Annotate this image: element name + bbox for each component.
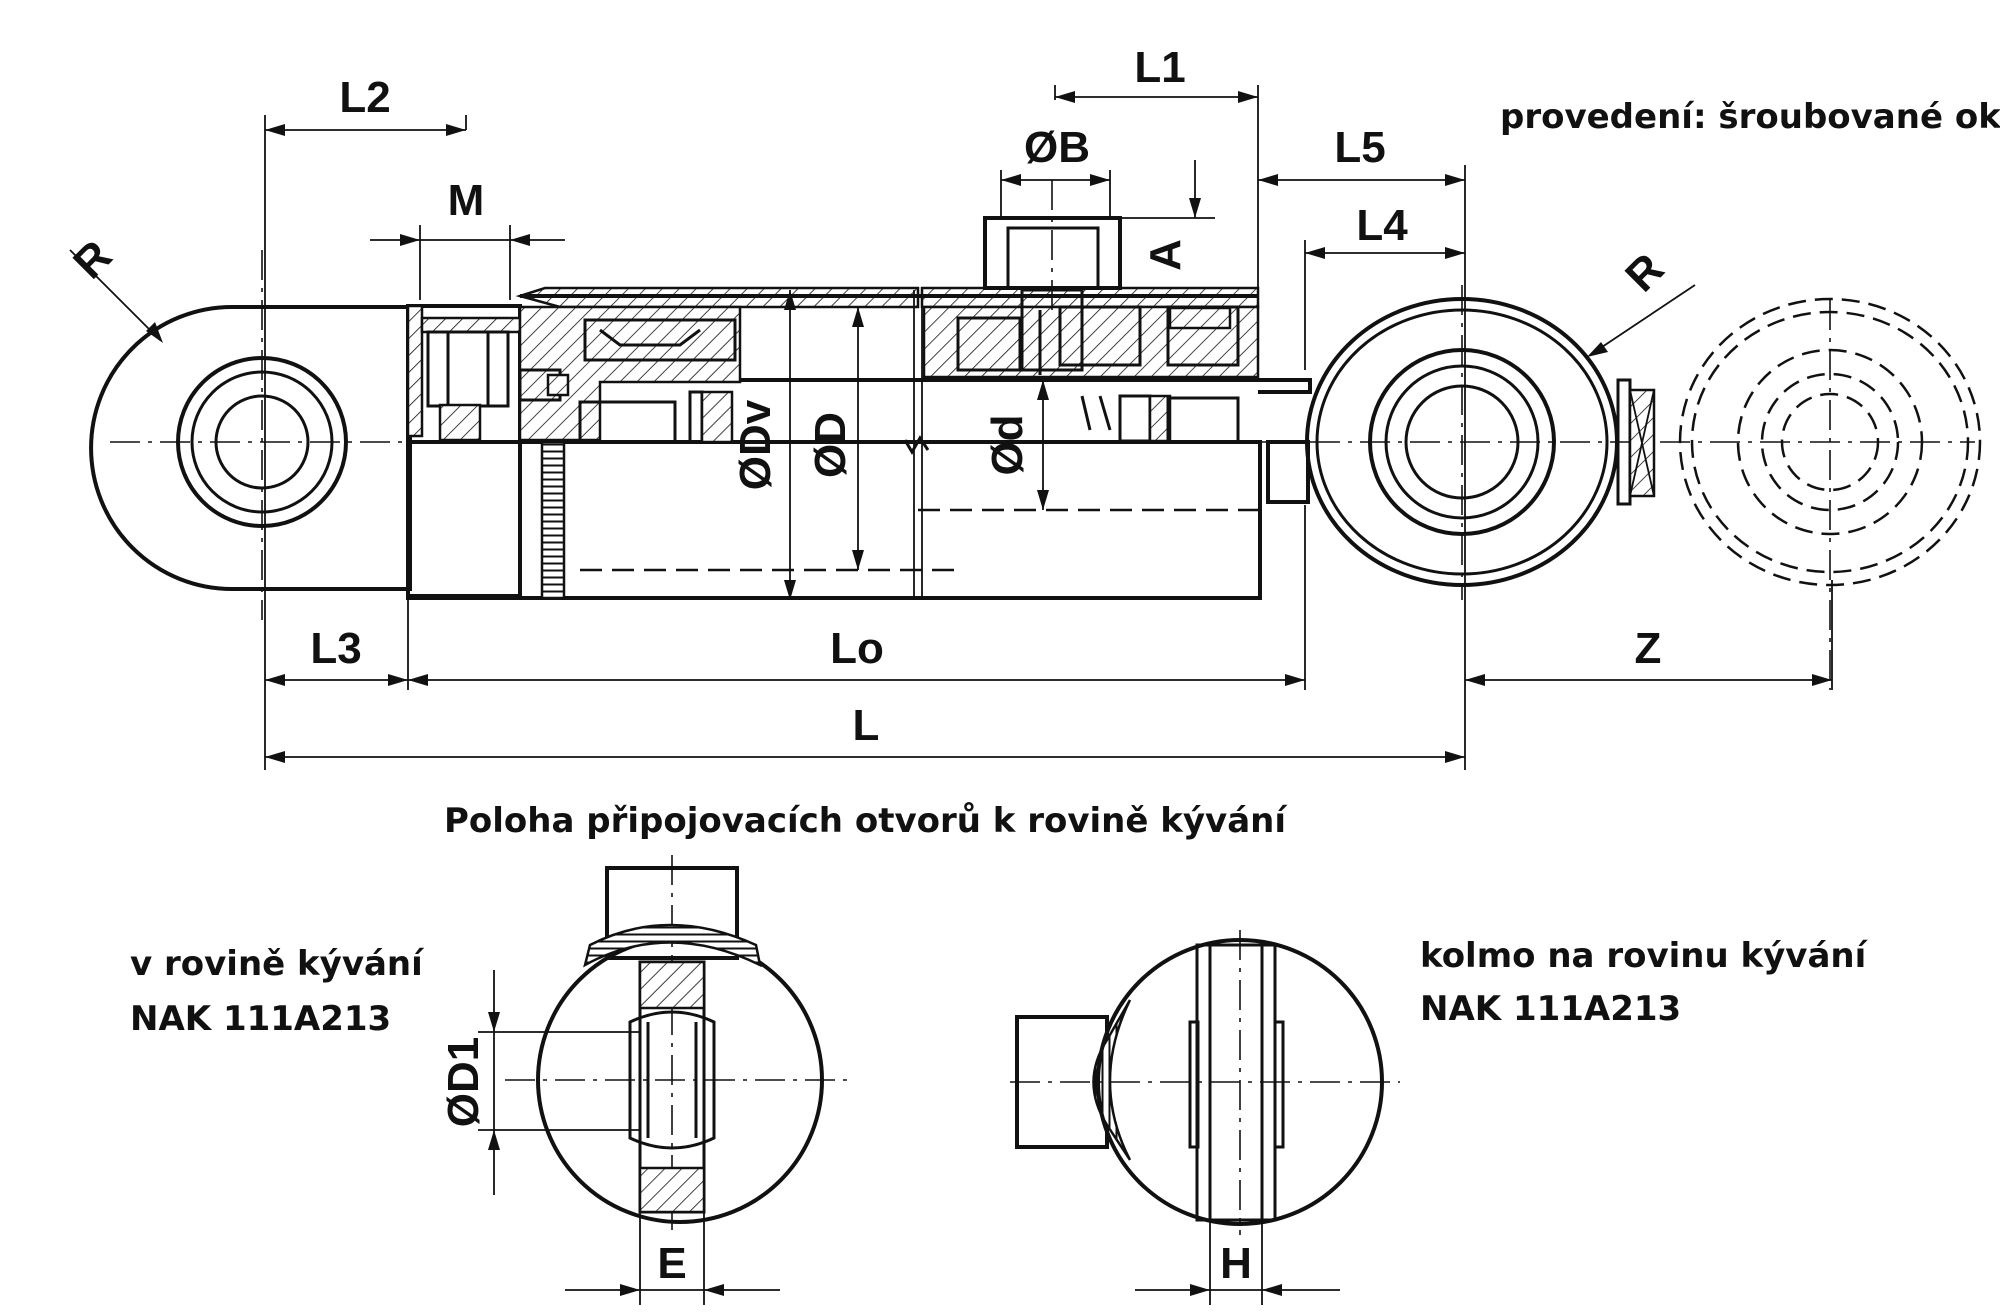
rear-eye — [89, 250, 412, 620]
section-title: Poloha připojovacích otvorů k rovině kýv… — [444, 801, 1288, 841]
label-L1: L1 — [1134, 43, 1185, 92]
piston — [438, 305, 742, 444]
label-R-left: R — [64, 231, 121, 288]
right-view-caption-line1: kolmo na rovinu kývání — [1420, 936, 1869, 976]
rod-eye — [1305, 285, 1656, 600]
swung-eye-ghost — [1678, 297, 1982, 690]
piston-rod — [1258, 378, 1312, 504]
label-L: L — [853, 701, 880, 750]
label-Z: Z — [1635, 624, 1662, 673]
label-L5: L5 — [1334, 123, 1385, 172]
label-B: ØB — [1024, 123, 1090, 172]
label-d: Ød — [983, 414, 1032, 475]
label-L4: L4 — [1356, 201, 1408, 250]
left-view-caption-line2: NAK 111A213 — [130, 999, 391, 1039]
label-D1: ØD1 — [439, 1037, 488, 1127]
label-R-right: R — [1616, 244, 1673, 301]
label-E: E — [657, 1239, 686, 1288]
label-M: M — [448, 176, 485, 225]
cylinder-barrel — [406, 286, 1262, 600]
rear-cap — [406, 304, 522, 598]
right-view-caption-line2: NAK 111A213 — [1420, 989, 1681, 1029]
label-L2: L2 — [339, 73, 390, 122]
label-D: ØD — [806, 412, 855, 478]
view-perpendicular-to-plane: H — [1010, 930, 1400, 1305]
view-in-swing-plane: ØD1 E — [439, 855, 850, 1305]
variant-note: provedení: šroubované oko — [1500, 97, 2000, 137]
label-A: A — [1141, 239, 1190, 271]
label-H: H — [1220, 1239, 1252, 1288]
label-L3: L3 — [310, 624, 361, 673]
label-Dv: ØDv — [731, 399, 780, 490]
port-boss — [983, 180, 1122, 372]
cylinder-main-view: R L2 M L1 ØB A L5 L4 R ØDv ØD Ød L3 Lo L… — [64, 43, 1982, 770]
label-Lo: Lo — [830, 624, 884, 673]
rod-gland — [922, 305, 1260, 444]
left-view-caption-line1: v rovině kývání — [130, 944, 425, 984]
dimension-lines — [69, 85, 1833, 770]
